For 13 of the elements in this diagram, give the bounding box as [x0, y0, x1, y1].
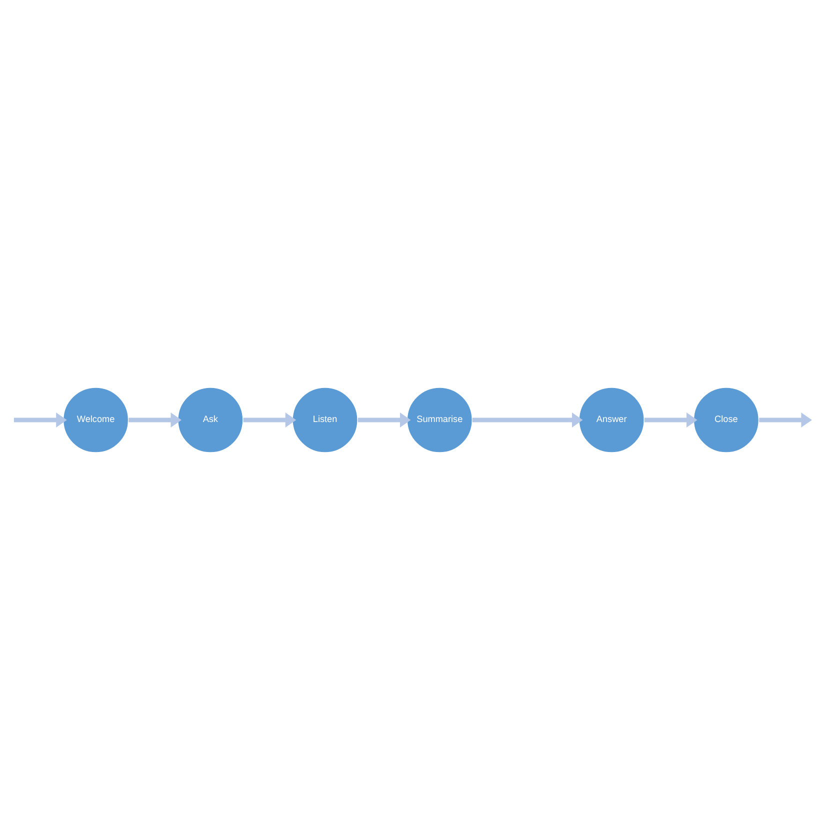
node-circle: Answer [578, 386, 645, 454]
arrow [14, 412, 67, 428]
node-circle: Summarise [406, 386, 473, 454]
arrow [759, 412, 812, 428]
arrow [358, 412, 411, 428]
node-circle: Close [692, 386, 760, 454]
arrow [644, 412, 698, 428]
arrow [472, 412, 583, 428]
node-circle: Ask [177, 386, 244, 454]
arrow [128, 412, 182, 428]
node-circle: Listen [292, 386, 358, 454]
node-circle: Welcome [62, 386, 130, 454]
arrow [243, 412, 296, 428]
